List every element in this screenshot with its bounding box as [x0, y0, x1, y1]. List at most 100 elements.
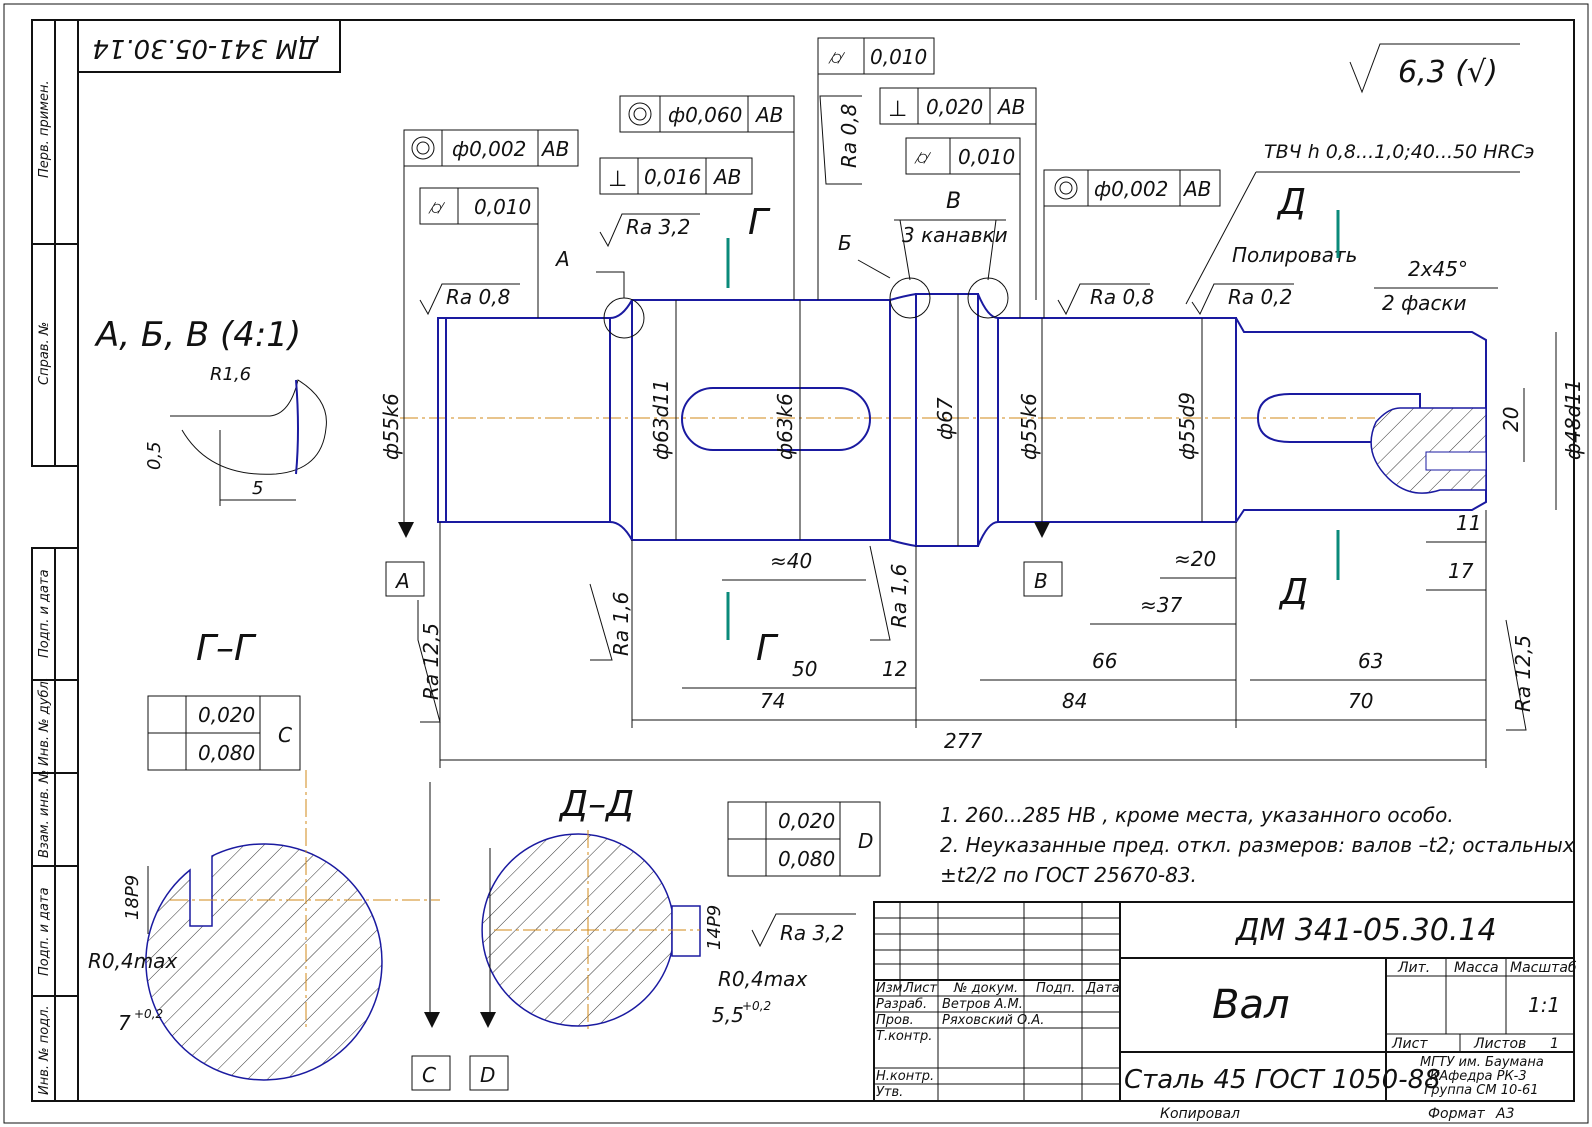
svg-text:ф0,002: ф0,002 [452, 137, 526, 161]
svg-text:Ra 0,8: Ra 0,8 [446, 285, 510, 309]
side-label-4: Взам. инв. № [37, 770, 52, 858]
dia-4: ф55k6 [1017, 393, 1041, 460]
svg-text:R0,4max: R0,4max [718, 967, 807, 991]
tb-material: Сталь 45 ГОСТ 1050-88 [1124, 1065, 1441, 1095]
svg-text:0,080: 0,080 [778, 847, 835, 871]
svg-text:R1,6: R1,6 [210, 364, 251, 385]
svg-text:D: D [858, 829, 873, 853]
diameter-dims: ф55k6 ф63d11 ф63k6 ф67 ф55k6 ф55d9 ф48d1… [379, 294, 1585, 546]
tb-name: Вал [1212, 982, 1290, 1028]
annotations: А Б В 3 канавки ТВЧ h 0,8...1,0;40...50 … [94, 141, 1534, 1091]
svg-text:⌭: ⌭ [914, 145, 932, 169]
svg-text:Ra 12,5: Ra 12,5 [1511, 635, 1535, 712]
length-dims: ≈40 ≈20 ≈37 11 17 50 12 66 63 74 84 70 2… [439, 510, 1487, 768]
svg-text:0,5: 0,5 [144, 441, 165, 470]
side-strip: Перв. примен. Справ. № Подп. и дата Инв.… [31, 19, 79, 1102]
dia-1: ф63d11 [649, 379, 673, 460]
svg-text:R0,4max: R0,4max [88, 949, 177, 973]
dia-3: ф67 [933, 397, 957, 440]
svg-text:50: 50 [792, 657, 817, 681]
svg-text:D: D [480, 1063, 495, 1087]
svg-text:Утв.: Утв. [876, 1085, 903, 1100]
section-gg: 0,020 0,080 С 18P9 R0,4max 7 +0,2 [88, 695, 440, 1081]
general-roughness: 6,3 (√) [1349, 43, 1520, 94]
svg-text:Масштаб: Масштаб [1510, 960, 1577, 976]
svg-text:2. Неуказанные пред. откл. раз: 2. Неуказанные пред. откл. размеров: вал… [940, 833, 1575, 857]
svg-text:КАфедра РК-3: КАфедра РК-3 [1430, 1069, 1527, 1084]
svg-text:5,5: 5,5 [712, 1003, 744, 1027]
side-label-0: Перв. примен. [37, 80, 52, 178]
svg-text:Ряховский О.А.: Ряховский О.А. [942, 1013, 1044, 1028]
view-gg-title: Г–Г [196, 628, 257, 669]
svg-text:Н.контр.: Н.контр. [876, 1069, 934, 1084]
svg-text:ТВЧ h 0,8...1,0;40...50 HRCэ: ТВЧ h 0,8...1,0;40...50 HRCэ [1264, 141, 1534, 163]
svg-text:+0,2: +0,2 [742, 999, 771, 1013]
svg-text:АВ: АВ [712, 165, 741, 189]
svg-text:Д: Д [1276, 182, 1306, 223]
svg-text:18P9: 18P9 [122, 875, 143, 920]
svg-text:12: 12 [882, 657, 907, 681]
dia-5: ф55d9 [1175, 392, 1199, 460]
side-label-3: Инв. № дубл. [37, 677, 52, 766]
tolerance-frames: ф0,002 АВ ⌭ 0,010 ф0,060 АВ ⊥ 0,016 АВ ⌭… [403, 37, 1221, 318]
svg-text:0,010: 0,010 [958, 145, 1015, 169]
dia-0: ф55k6 [379, 393, 403, 460]
svg-text:≈37: ≈37 [1140, 593, 1182, 617]
svg-text:⊥: ⊥ [888, 97, 907, 122]
svg-text:Формат: Формат [1428, 1106, 1486, 1122]
svg-text:Ra 0,2: Ra 0,2 [1228, 285, 1292, 309]
svg-text:⌭: ⌭ [828, 45, 846, 69]
svg-text:Группа СМ 10-61: Группа СМ 10-61 [1424, 1083, 1539, 1098]
svg-text:2 фаски: 2 фаски [1382, 291, 1467, 315]
svg-text:⊥: ⊥ [608, 167, 627, 192]
detail-view: R1,6 0,5 5 [144, 364, 327, 506]
svg-text:14P9: 14P9 [704, 905, 725, 950]
dia-2: ф63k6 [773, 393, 797, 460]
section-dd: 0,020 0,080 D 14P9 R0,4max 5,5 +0,2 [481, 801, 881, 1030]
svg-text:С: С [278, 723, 292, 747]
svg-text:Ветров А.М.: Ветров А.М. [942, 997, 1023, 1012]
svg-text:Лит.: Лит. [1397, 960, 1430, 976]
svg-text:А: А [394, 569, 410, 593]
svg-text:1: 1 [1550, 1036, 1559, 1052]
svg-text:АВ: АВ [540, 137, 569, 161]
svg-text:0,020: 0,020 [778, 809, 835, 833]
svg-text:0,020: 0,020 [926, 95, 983, 119]
view-dd-title: Д–Д [558, 784, 634, 825]
svg-text:74: 74 [760, 689, 785, 713]
svg-text:0,010: 0,010 [870, 45, 927, 69]
svg-text:Ra 12,5: Ra 12,5 [419, 623, 443, 700]
svg-text:Лист: Лист [903, 981, 937, 996]
svg-text:С: С [422, 1063, 436, 1087]
svg-text:АВ: АВ [754, 103, 783, 127]
svg-text:Ra 3,2: Ra 3,2 [626, 215, 690, 239]
svg-text:№ докум.: № докум. [953, 981, 1018, 996]
svg-text:7: 7 [118, 1011, 131, 1035]
svg-text:В: В [946, 189, 961, 214]
svg-text:Д: Д [1278, 572, 1308, 613]
svg-text:Копировал: Копировал [1160, 1106, 1240, 1122]
svg-text:2х45°: 2х45° [1408, 257, 1468, 281]
tb-designation: ДМ 341-05.30.14 [1234, 913, 1497, 948]
outer-border [3, 3, 1589, 1124]
svg-text:Подп.: Подп. [1036, 981, 1075, 996]
svg-text:+0,2: +0,2 [134, 1007, 163, 1021]
title-block: Изм. Лист № докум. Подп. Дата Разраб. Ве… [873, 901, 1577, 1122]
svg-text:А3: А3 [1495, 1106, 1514, 1122]
svg-text:Ra 0,8: Ra 0,8 [837, 104, 861, 168]
detail-title: А, Б, В (4:1) [94, 315, 301, 355]
side-label-1: Справ. № [37, 322, 52, 385]
svg-text:Ra 3,2: Ra 3,2 [780, 921, 844, 945]
svg-text:70: 70 [1348, 689, 1373, 713]
svg-text:Ra 1,6: Ra 1,6 [609, 592, 633, 656]
side-label-6: Инв. № подл. [37, 1005, 52, 1095]
svg-text:66: 66 [1092, 649, 1117, 673]
svg-text:Лист: Лист [1391, 1036, 1428, 1052]
svg-text:0,020: 0,020 [198, 703, 255, 727]
svg-text:≈20: ≈20 [1174, 547, 1216, 571]
svg-text:0,010: 0,010 [474, 195, 531, 219]
svg-text:Г: Г [756, 628, 779, 669]
svg-text:0,016: 0,016 [644, 165, 701, 189]
svg-text:В: В [1034, 569, 1048, 593]
